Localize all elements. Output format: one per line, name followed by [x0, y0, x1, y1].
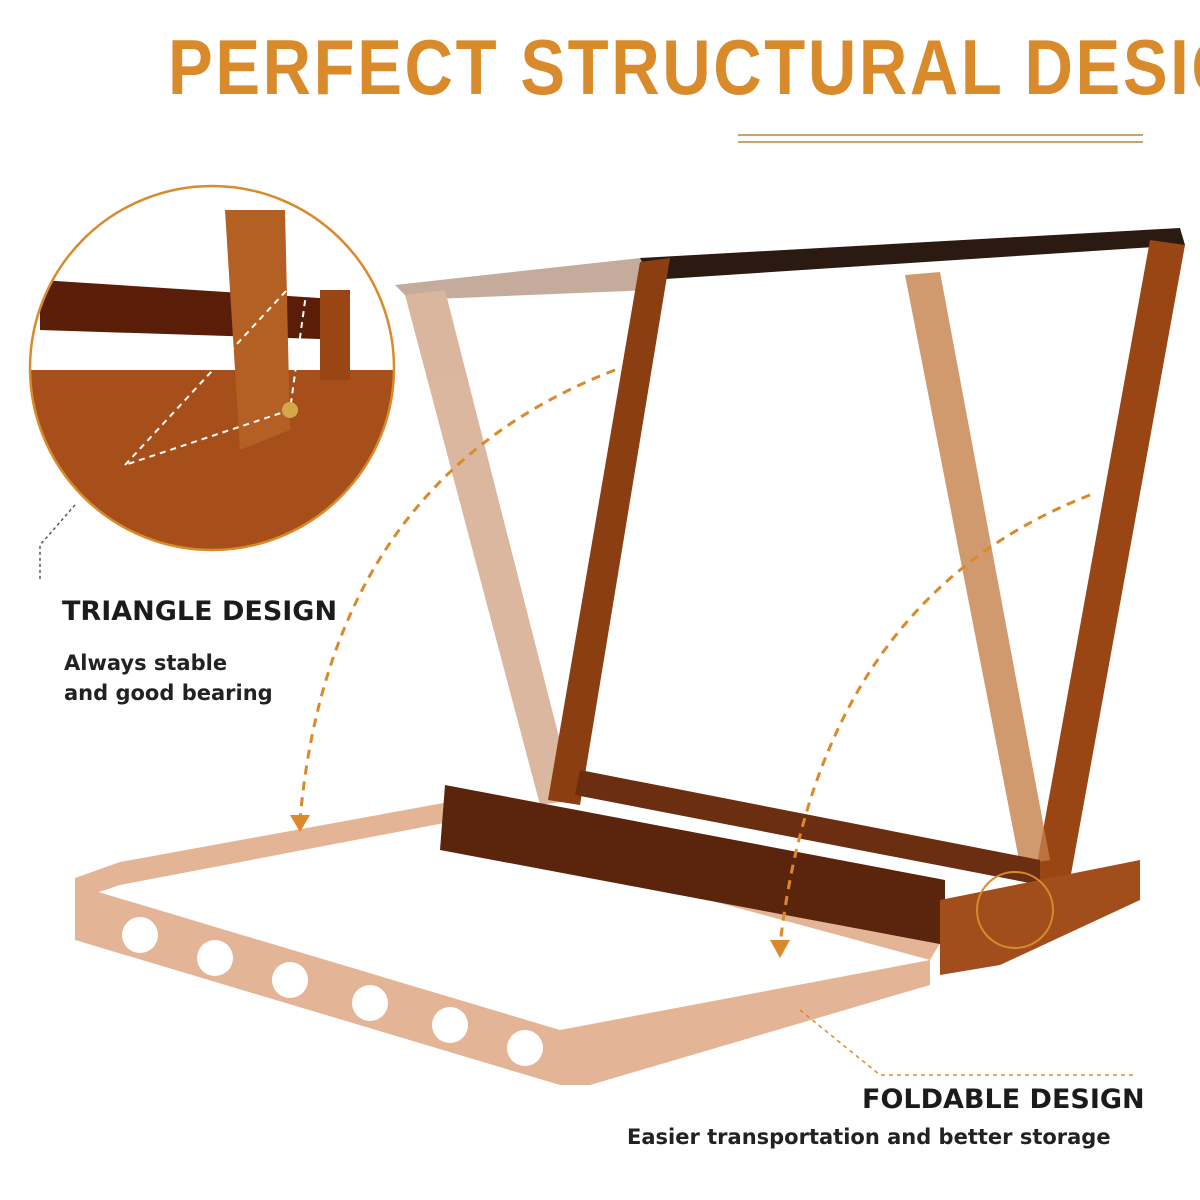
rack-back-frame: [395, 258, 650, 805]
feature-desc-line: Always stable: [64, 651, 228, 675]
feature-desc-foldable: Easier transportation and better storage: [627, 1122, 1111, 1152]
detail-zoom-circle: [28, 184, 396, 552]
feature-heading-triangle: TRIANGLE DESIGN: [62, 596, 338, 627]
detail-highlight-circle: [976, 871, 1054, 949]
callout-line: [39, 504, 76, 580]
dashed-arrow-folding: [778, 493, 1091, 946]
rack-front-frame: [440, 228, 1185, 975]
arrowhead-icon: [290, 815, 310, 832]
feature-desc-line: and good bearing: [64, 681, 273, 705]
callout-line: [799, 1009, 1135, 1076]
title-underline: [738, 141, 1143, 143]
title-underline: [738, 134, 1143, 136]
rack-base-notches: [122, 917, 543, 1066]
dashed-arrow-triangle: [298, 368, 616, 821]
feature-desc-line: Easier transportation and better storage: [627, 1125, 1111, 1149]
feature-heading-foldable: FOLDABLE DESIGN: [862, 1084, 1145, 1115]
triangle-detail-closeup: [30, 186, 394, 550]
arrowhead-icon: [770, 940, 790, 958]
feature-desc-triangle: Always stable and good bearing: [64, 648, 273, 708]
